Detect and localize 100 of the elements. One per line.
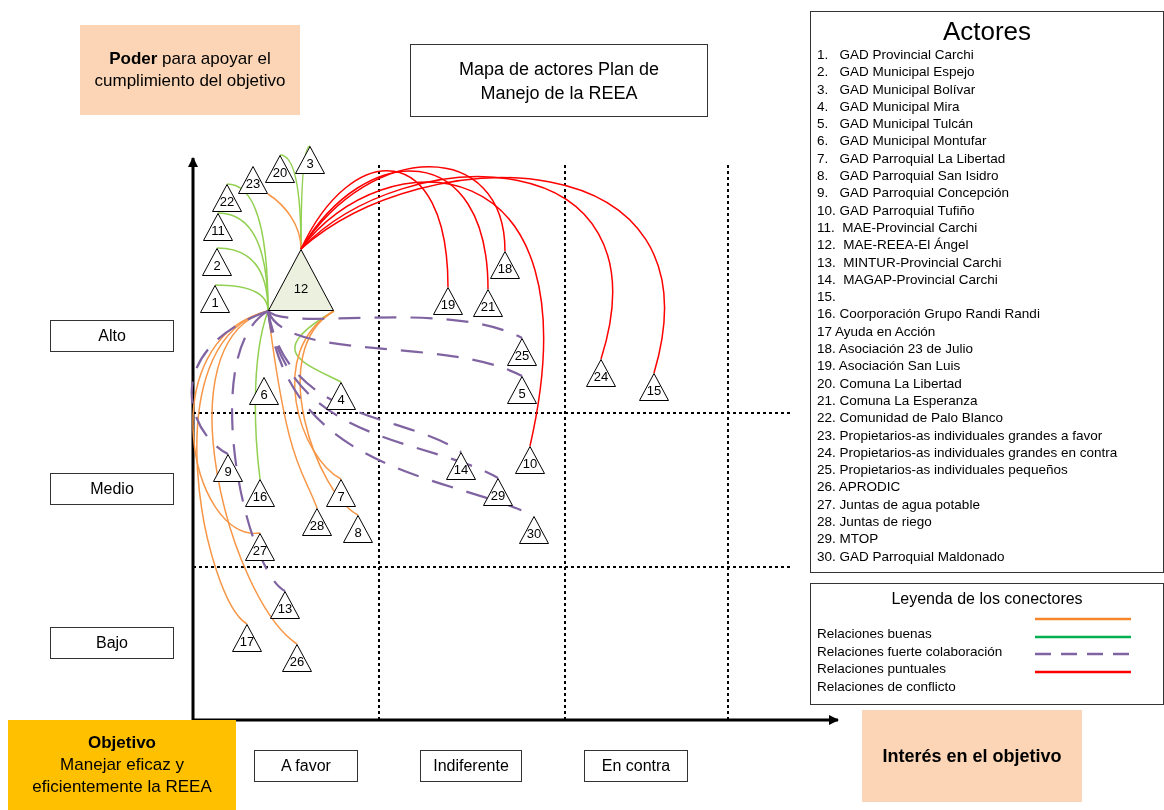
actor-triangle: [232, 624, 262, 652]
objective-box: [8, 720, 236, 810]
actor-triangle: [473, 289, 503, 317]
box-text: Medio: [90, 479, 134, 499]
actor-number: 3: [305, 156, 315, 171]
actor-number: 24: [592, 369, 610, 384]
actor-list-item: 14. MAGAP-Provincial Carchi: [817, 270, 999, 289]
actor-triangle: [507, 338, 537, 366]
actor-list-item: 25. Propietarios-as individuales pequeños: [817, 461, 1069, 479]
actor-list-item: 17 Ayuda en Acción: [817, 322, 937, 341]
box-text: Interés en el objetivo: [882, 745, 1062, 767]
actor-list-item: 10. GAD Parroquial Tufiño: [817, 201, 976, 219]
relation-line: [190, 310, 269, 455]
actor-list-item: 30. GAD Parroquial Maldonado: [817, 547, 1006, 565]
actor-list-item: 12. MAE-REEA-El Ángel: [817, 236, 970, 254]
box-text: Manejar eficaz y eficientemente la REEA: [31, 754, 213, 798]
box-text: En contra: [601, 756, 671, 776]
relation-line: [300, 177, 665, 374]
actor-number: 27: [251, 543, 269, 558]
actor-number: 19: [439, 297, 457, 312]
actor-number: 22: [218, 194, 236, 209]
box-text: Bajo: [96, 633, 128, 653]
actor-triangle: [203, 213, 233, 241]
legend-title: Leyenda de los conectores: [890, 590, 1084, 608]
legend-text: Relaciones buenas: [817, 626, 932, 641]
actor-triangle: [270, 591, 300, 619]
actor-triangle: [490, 251, 520, 279]
actor-triangle: [302, 508, 332, 536]
actor-list-item: 9. GAD Parroquial Concepción: [817, 184, 1011, 202]
actor-list-item: 28. Juntas de riego: [817, 513, 933, 531]
actor-number: 14: [452, 462, 470, 477]
actor-number: 17: [238, 634, 256, 649]
title-box: Mapa de actores Plan de Manejo de la REEA: [410, 44, 708, 117]
actors-panel: [810, 11, 1164, 573]
actor-list-item: 19. Asociación San Luis: [817, 357, 962, 375]
actor-triangle: [212, 184, 242, 212]
actor-list-item: 18. Asociación 23 de Julio: [817, 340, 975, 358]
actor-triangle: [483, 478, 513, 506]
axis-label-box: [80, 25, 300, 115]
box-text: Poder para apoyar el cumplimiento del objetivo: [93, 48, 287, 92]
actor-list-item: 2. GAD Municipal Espejo: [817, 63, 976, 81]
actor-number: 4: [336, 392, 346, 407]
actor-number: 30: [525, 526, 543, 541]
actor-number: 8: [353, 525, 363, 540]
actor-list-item: 13. MINTUR-Provincial Carchi: [817, 253, 1003, 271]
actor-list-item: 20. Comuna La Libertad: [817, 374, 963, 392]
actor-number: 15: [645, 383, 663, 398]
actor-list-item: 5. GAD Municipal Tulcán: [817, 115, 975, 133]
actor-number: 1: [210, 295, 220, 310]
relation-line: [299, 310, 359, 516]
level-box: [50, 473, 174, 505]
actor-list-item: 16. Coorporación Grupo Randi Randi: [817, 305, 1041, 323]
actor-list-item: 8. GAD Parroquial San Isidro: [817, 167, 1000, 185]
actor-triangle: [213, 454, 243, 482]
actor-number: 9: [223, 464, 233, 479]
actor-list-item: 15.: [817, 288, 837, 306]
actor-list-item: 3. GAD Municipal Bolívar: [817, 80, 977, 98]
actor-triangle: [446, 452, 476, 480]
panel-heading: Actores: [941, 16, 1033, 46]
actor-list-item: 27. Juntas de agua potable: [817, 495, 981, 513]
actor-triangle: [249, 377, 279, 405]
heading: Objetivo: [88, 732, 156, 754]
actor-triangle: [515, 446, 545, 474]
actor-triangle: [326, 479, 356, 507]
box-text: A favor: [281, 756, 331, 776]
actor-number: 12: [292, 281, 310, 296]
actor-list-item: 29. MTOP: [817, 530, 880, 548]
actor-triangle: [202, 248, 232, 276]
actor-number: 21: [479, 299, 497, 314]
actor-triangle: [343, 515, 373, 543]
actor-number: 2: [212, 258, 222, 273]
actor-triangle: [200, 285, 230, 313]
actor-number: 18: [496, 261, 514, 276]
relation-line: [267, 310, 523, 339]
actor-number: 23: [244, 176, 262, 191]
actor-list-item: 6. GAD Municipal Montufar: [817, 132, 988, 150]
actor-triangle: [507, 376, 537, 404]
actor-number: 10: [521, 456, 539, 471]
actor-number: 28: [308, 518, 326, 533]
actor-list-item: 26. APRODIC: [817, 478, 902, 496]
relation-line: [254, 310, 269, 480]
level-box: [50, 627, 174, 659]
actor-triangle: [238, 166, 268, 194]
actor-triangle: [519, 516, 549, 544]
actor-number: 6: [259, 387, 269, 402]
actor-triangle: [265, 155, 295, 183]
position-box: [420, 750, 522, 782]
relation-line: [267, 193, 302, 250]
actor-list-item: 4. GAD Municipal Mira: [817, 97, 961, 116]
actor-number: 11: [210, 223, 226, 238]
position-box: [254, 750, 358, 782]
actor-list-item: 21. Comuna La Esperanza: [817, 391, 979, 410]
legend-text: Relaciones fuerte colaboración: [817, 643, 1003, 659]
actor-number: 7: [336, 489, 346, 504]
actor-number: 5: [517, 386, 527, 401]
actor-number: 20: [271, 165, 289, 180]
actor-list-item: 22. Comunidad de Palo Blanco: [817, 409, 1005, 427]
actor-triangle: [282, 644, 312, 672]
actor-number: 25: [513, 348, 531, 363]
legend-text: Relaciones puntuales: [817, 661, 947, 676]
